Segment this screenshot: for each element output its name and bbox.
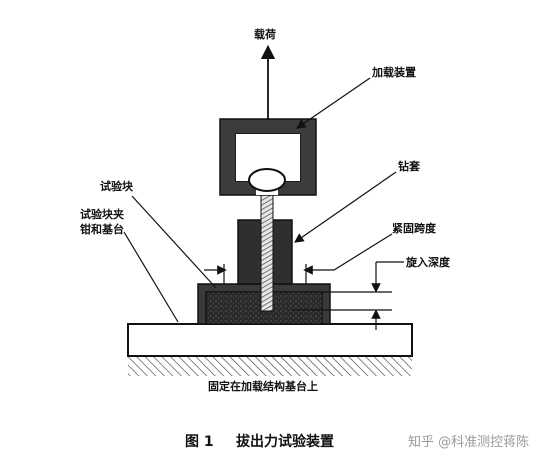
label-test-block: 试验块 xyxy=(100,179,134,193)
label-clamping-span: 紧固跨度 xyxy=(392,221,437,235)
label-loading-device: 加载装置 xyxy=(371,65,416,79)
figure-number: 图 1 xyxy=(185,434,214,450)
screw-depth-dimension xyxy=(292,261,404,330)
watermark: 知乎 @科准测控蒋陈 xyxy=(408,434,529,450)
screw-shaft xyxy=(260,179,274,312)
label-clamp-line2: 钳和基台 xyxy=(80,222,124,236)
label-load: 载荷 xyxy=(254,27,276,41)
figure-title: 拔出力试验装置 xyxy=(236,433,334,450)
label-fixed-base: 固定在加载结构基台上 xyxy=(208,379,318,393)
label-clamp-line1: 试验块夹 xyxy=(80,207,124,221)
label-drill-sleeve: 钻套 xyxy=(398,159,421,173)
ground-hatching xyxy=(128,356,412,376)
leader-lines xyxy=(123,77,397,323)
screw-head xyxy=(248,168,286,192)
clamping-span-dimension xyxy=(204,233,393,284)
label-screw-depth: 旋入深度 xyxy=(405,255,451,269)
base-table xyxy=(127,323,413,357)
